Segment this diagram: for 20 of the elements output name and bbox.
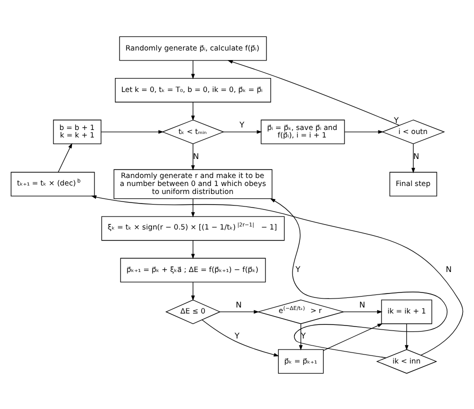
arrow bbox=[191, 143, 195, 170]
arrow bbox=[323, 322, 383, 350]
arrow bbox=[343, 309, 382, 314]
arrow bbox=[191, 281, 195, 300]
arrow bbox=[344, 130, 384, 134]
arrow bbox=[298, 323, 303, 350]
arrow bbox=[100, 130, 164, 134]
arrow bbox=[91, 194, 464, 356]
arrow bbox=[411, 143, 416, 173]
arrow bbox=[202, 319, 280, 356]
arrow bbox=[404, 323, 409, 350]
arrow bbox=[191, 240, 195, 259]
arrow bbox=[270, 198, 448, 358]
arrow bbox=[222, 130, 262, 134]
arrow bbox=[191, 102, 195, 120]
arrow bbox=[220, 309, 260, 314]
arrow bbox=[58, 142, 72, 172]
arrow bbox=[227, 60, 400, 126]
arrow bbox=[191, 60, 195, 79]
arrow bbox=[191, 198, 195, 217]
